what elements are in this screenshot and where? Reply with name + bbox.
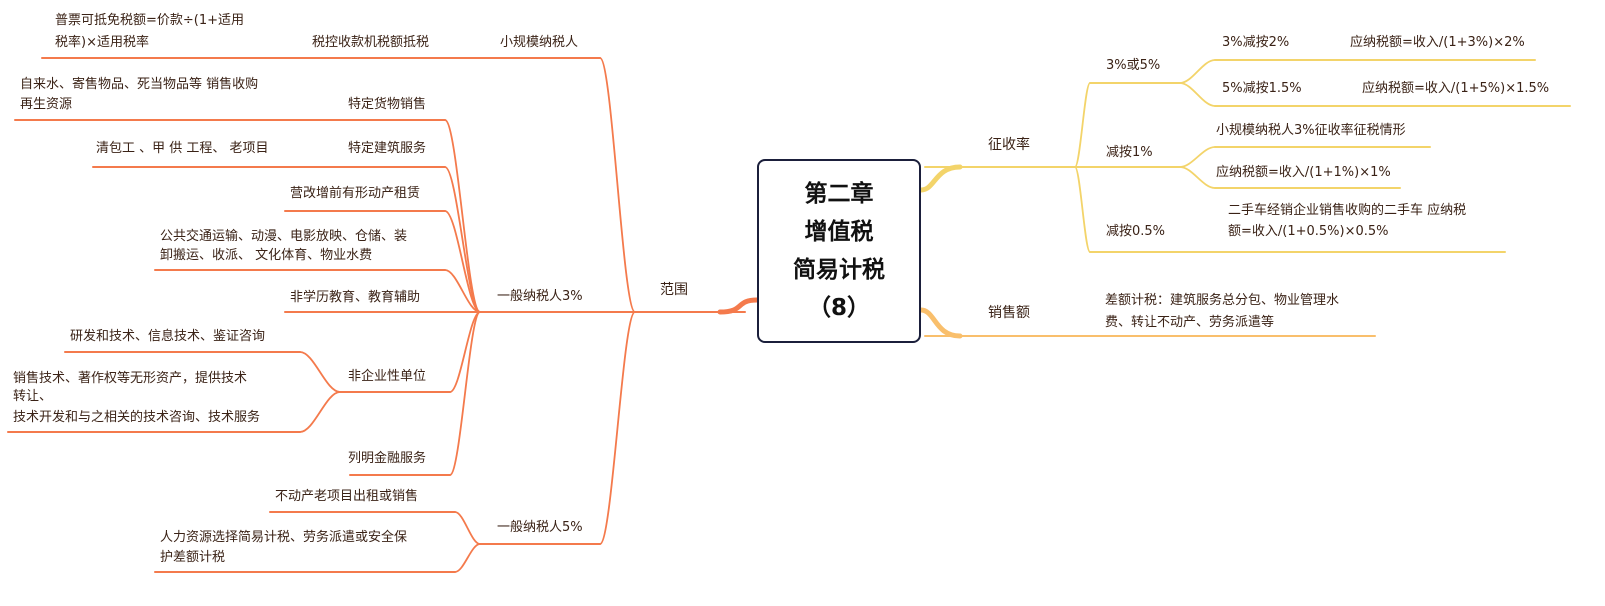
connector-3-to-2: [1179, 59, 1216, 84]
leaf-tech-transfer-3[interactable]: 技术开发和与之相关的技术咨询、技术服务: [13, 410, 261, 425]
connector-rd-tech: [299, 351, 341, 393]
node-tax-register[interactable]: 税控收款机税额抵税: [312, 35, 430, 50]
node-3-or-5[interactable]: 3%或5%: [1106, 58, 1161, 73]
connector-hr: [454, 543, 481, 573]
node-5-to-1.5[interactable]: 5%减按1.5%: [1222, 81, 1302, 96]
node-reduce-0.5[interactable]: 减按0.5%: [1106, 224, 1166, 239]
leaf-used-car-1[interactable]: 二手车经销企业销售收购的二手车 应纳税: [1228, 203, 1467, 218]
connector-general3-item: [444, 269, 481, 313]
connector-general3-item: [444, 210, 481, 313]
root-title-line4: （8）: [807, 295, 870, 321]
leaf-reduce-1-formula[interactable]: 应纳税额=收入/(1+1%)×1%: [1216, 165, 1391, 180]
connector-general3-item: [444, 166, 481, 313]
connector-non-enterprise: [449, 311, 481, 393]
node-specific-goods[interactable]: 特定货物销售: [348, 97, 427, 112]
leaf-specific-goods-2[interactable]: 再生资源: [20, 97, 73, 112]
node-reduce-1[interactable]: 减按1%: [1106, 145, 1153, 160]
root-title-line2: 增值税: [804, 219, 874, 245]
connector-3-or-5: [1074, 82, 1091, 168]
node-3-to-2[interactable]: 3%减按2%: [1222, 35, 1290, 50]
leaf-specific-construction[interactable]: 清包工 、甲 供 工程、 老项目: [96, 141, 269, 156]
node-hr-1[interactable]: 人力资源选择简易计税、劳务派遣或安全保: [160, 530, 408, 545]
node-general-5pct[interactable]: 一般纳税人5%: [497, 520, 583, 535]
leaf-used-car-2[interactable]: 额=收入/(1+0.5%)×0.5%: [1228, 224, 1389, 239]
node-non-enterprise[interactable]: 非企业性单位: [348, 369, 427, 384]
node-financial[interactable]: 列明金融服务: [348, 451, 427, 466]
node-specific-construction[interactable]: 特定建筑服务: [348, 141, 427, 156]
root-to-sales-connector: [918, 307, 963, 339]
connector-small-scale-case: [1179, 146, 1216, 168]
connector-general-5pct: [599, 311, 636, 545]
connector-tech-transfer: [299, 391, 341, 433]
leaf-tech-transfer-2[interactable]: 转让、: [13, 389, 53, 404]
connector-reduce-0.5: [1074, 166, 1091, 253]
leaf-5-to-1.5-formula[interactable]: 应纳税额=收入/(1+5%)×1.5%: [1362, 81, 1550, 96]
node-public-transport-1[interactable]: 公共交通运输、动漫、电影放映、仓储、装: [160, 229, 408, 244]
node-general-3pct[interactable]: 一般纳税人3%: [497, 289, 583, 304]
leaf-invoice-formula-2[interactable]: 税率)×适用税率: [55, 35, 149, 50]
leaf-rd-tech[interactable]: 研发和技术、信息技术、鉴证咨询: [70, 329, 266, 344]
connector-old-real-estate: [454, 511, 481, 545]
leaf-tech-transfer-1[interactable]: 销售技术、著作权等无形资产，提供技术: [13, 371, 248, 386]
leaf-invoice-formula-1[interactable]: 普票可抵免税额=价款÷(1+适用: [55, 13, 245, 28]
root-to-scope-connector: [717, 297, 760, 315]
root-to-rate-connector: [918, 164, 963, 193]
connector-small-scale: [599, 57, 636, 313]
node-sales[interactable]: 销售额: [988, 305, 1030, 321]
leaf-3-to-2-formula[interactable]: 应纳税额=收入/(1+3%)×2%: [1350, 35, 1525, 50]
node-scope[interactable]: 范围: [660, 282, 688, 298]
root-node[interactable]: 第二章 增值税 简易计税 （8）: [757, 159, 921, 343]
node-movable-lease[interactable]: 营改增前有形动产租赁: [290, 186, 421, 201]
root-title-line1: 第二章: [804, 181, 874, 207]
connector-reduce-1-formula: [1179, 166, 1216, 189]
node-rate[interactable]: 征收率: [988, 137, 1030, 153]
leaf-difference-tax-2[interactable]: 费、转让不动产、劳务派遣等: [1105, 315, 1275, 330]
leaf-specific-goods-1[interactable]: 自来水、寄售物品、死当物品等 销售收购: [20, 77, 259, 92]
root-title-line3: 简易计税: [793, 257, 885, 283]
node-public-transport-2[interactable]: 卸搬运、收派、 文化体育、物业水费: [160, 248, 373, 263]
leaf-small-scale-case[interactable]: 小规模纳税人3%征收率征税情形: [1216, 123, 1406, 138]
connector-5-to-1.5: [1179, 82, 1216, 107]
node-hr-2[interactable]: 护差额计税: [160, 550, 226, 565]
leaf-difference-tax-1[interactable]: 差额计税：建筑服务总分包、物业管理水: [1105, 293, 1340, 308]
node-old-real-estate[interactable]: 不动产老项目出租或销售: [275, 489, 419, 504]
node-education[interactable]: 非学历教育、教育辅助: [290, 290, 421, 305]
node-small-scale[interactable]: 小规模纳税人: [500, 35, 579, 50]
connector-financial: [449, 311, 481, 476]
